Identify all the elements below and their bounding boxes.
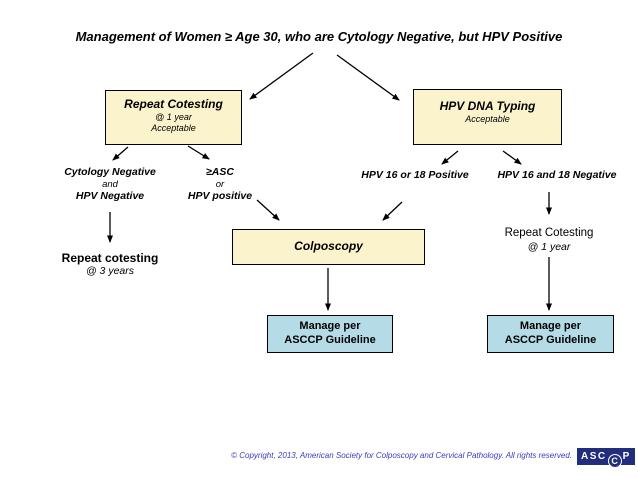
asc-or-hpv-positive-label: ≥ASC or HPV positive [160, 166, 280, 203]
repeat-cotesting-3-years-label: Repeat cotesting @ 3 years [35, 251, 185, 278]
repeat-cotesting-1-year-line1: Repeat Cotesting [504, 227, 594, 239]
asc-line1: ≥ASC [206, 166, 234, 178]
cytology-negative-line1: Cytology Negative [64, 166, 156, 178]
arrow-box-to-hpv16or18 [441, 150, 459, 165]
hpv-dna-typing-box-title: HPV DNA Typing [439, 99, 536, 113]
hpv-16-or-18-positive-label: HPV 16 or 18 Positive [339, 169, 491, 182]
repeat-cotesting-box-title: Repeat Cotesting [124, 97, 223, 111]
asccp-logo-letter-p: P [622, 451, 631, 462]
repeat-cotesting-box: Repeat Cotesting @ 1 year Acceptable [105, 90, 242, 145]
arrow-title-to-hpv-typing-box [336, 54, 400, 101]
copyright-notice: © Copyright, 2013, American Society for … [231, 451, 572, 460]
hpv-dna-typing-box-acceptable: Acceptable [465, 113, 510, 124]
cytology-negative-line2: and [102, 178, 118, 190]
hpv-16-and-18-negative-text: HPV 16 and 18 Negative [497, 169, 617, 181]
cytology-negative-label: Cytology Negative and HPV Negative [25, 166, 195, 203]
arrow-box-to-asc [187, 145, 210, 160]
hpv-16-and-18-negative-label: HPV 16 and 18 Negative [481, 169, 633, 182]
asc-line3: HPV positive [187, 189, 253, 202]
arrow-title-to-repeat-cotesting-box [249, 52, 314, 100]
cytology-negative-line3: HPV Negative [75, 189, 145, 202]
manage-right-line2: ASCCP Guideline [504, 334, 597, 346]
arrow-asc-to-colposcopy [256, 199, 280, 221]
repeat-cotesting-3-years-line2: @ 3 years [85, 265, 134, 278]
asc-line2: or [215, 178, 225, 190]
repeat-cotesting-box-acceptable: Acceptable [151, 123, 196, 134]
manage-per-asccp-right-box: Manage per ASCCP Guideline [487, 315, 614, 353]
arrow-hpv16or18-to-colposcopy [382, 201, 403, 221]
colposcopy-box: Colposcopy [232, 229, 425, 265]
arrow-box-to-hpv16and18 [502, 150, 522, 165]
repeat-cotesting-3-years-line1: Repeat cotesting [61, 251, 159, 265]
hpv-16-or-18-positive-text: HPV 16 or 18 Positive [361, 169, 469, 181]
manage-left-line2: ASCCP Guideline [284, 334, 376, 346]
asccp-logo: ASC C P [577, 448, 635, 468]
asccp-logo-circled-c-letter: C [611, 455, 618, 466]
page-title: Management of Women ≥ Age 30, who are Cy… [75, 29, 563, 44]
manage-per-asccp-left-box: Manage per ASCCP Guideline [267, 315, 393, 353]
arrow-box-to-cytology-negative [112, 146, 129, 161]
asccp-logo-circled-c: C [607, 453, 622, 468]
asccp-logo-letters-asc: ASC [581, 451, 607, 462]
colposcopy-box-title: Colposcopy [294, 239, 363, 254]
hpv-dna-typing-box: HPV DNA Typing Acceptable [413, 89, 562, 145]
manage-left-line1: Manage per [299, 320, 361, 333]
repeat-cotesting-box-interval: @ 1 year [155, 111, 192, 122]
repeat-cotesting-1-year-label: Repeat Cotesting @ 1 year [474, 227, 624, 253]
manage-right-line1: Manage per [519, 320, 582, 333]
repeat-cotesting-1-year-line2: @ 1 year [527, 240, 571, 253]
